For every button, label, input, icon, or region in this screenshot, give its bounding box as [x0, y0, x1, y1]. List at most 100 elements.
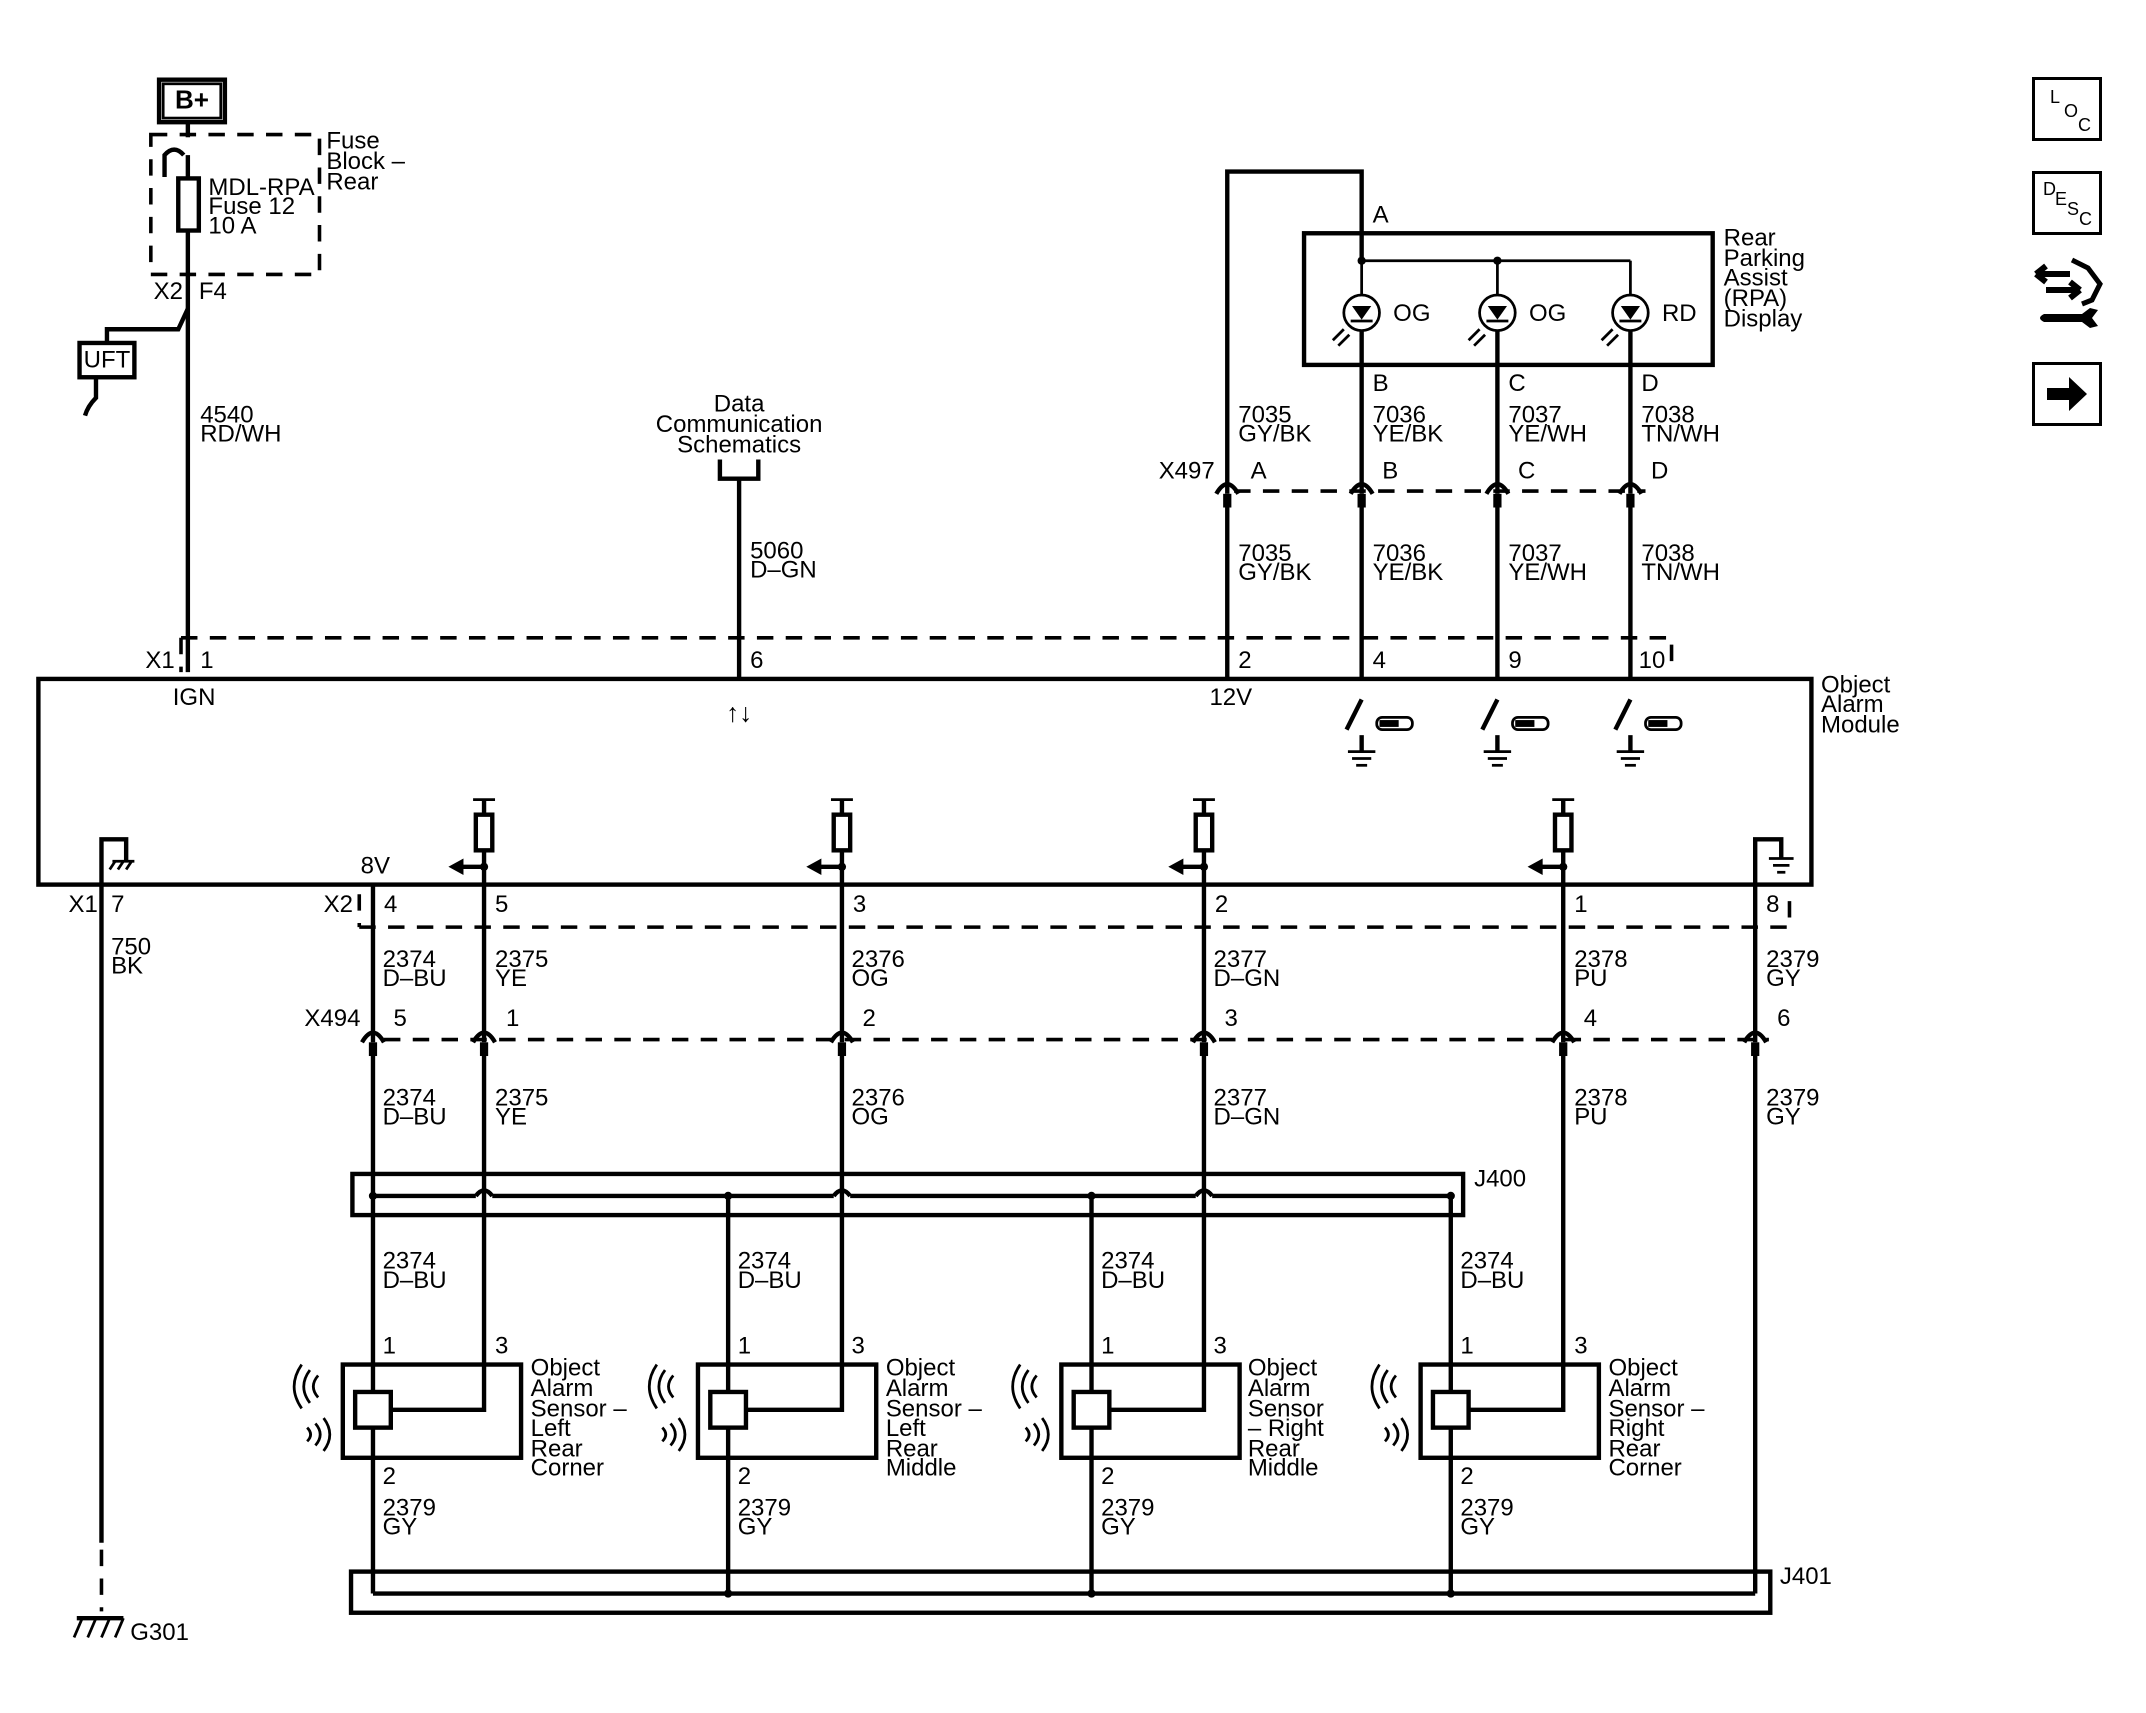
svg-text:X494: X494: [304, 1005, 360, 1032]
svg-text:8V: 8V: [361, 853, 390, 880]
rpa-display: [1301, 231, 1715, 368]
svg-text:2: 2: [1101, 1463, 1114, 1490]
svg-text:2: 2: [1215, 891, 1228, 918]
location-button[interactable]: L O C: [2032, 77, 2102, 141]
svg-text:3: 3: [1574, 1333, 1587, 1360]
svg-text:G301: G301: [130, 1619, 189, 1646]
chassis-ground-symbol: [99, 837, 129, 885]
x494-pins: [360, 1030, 1769, 1057]
svg-text:D: D: [1641, 370, 1658, 397]
svg-text:X2: X2: [324, 891, 353, 918]
x1-connector: [181, 636, 1674, 673]
splice-j400: [350, 1171, 1466, 1218]
b-plus-box: [156, 77, 228, 125]
svg-text:2: 2: [383, 1463, 396, 1490]
svg-text:7: 7: [111, 891, 124, 918]
sensor-signal-resistors: [448, 798, 1575, 885]
svg-text:X1: X1: [145, 647, 174, 674]
svg-text:3: 3: [1214, 1333, 1227, 1360]
svg-text:6: 6: [750, 647, 763, 674]
display-input-switches: [1344, 698, 1683, 767]
svg-text:1: 1: [1101, 1333, 1114, 1360]
splice-j401: [348, 1569, 1773, 1615]
svg-text:IGN: IGN: [173, 684, 216, 711]
led-rd: [1600, 260, 1650, 365]
svg-text:J400: J400: [1474, 1165, 1526, 1192]
svg-text:3: 3: [495, 1333, 508, 1360]
svg-text:1: 1: [738, 1333, 751, 1360]
svg-text:2: 2: [863, 1005, 876, 1032]
svg-text:12V: 12V: [1209, 684, 1252, 711]
x2-connector: [359, 894, 1792, 929]
uft-box: [77, 340, 137, 380]
svg-text:6: 6: [1777, 1005, 1790, 1032]
connector-wrench-icon[interactable]: [2030, 254, 2106, 340]
svg-text:4: 4: [1373, 647, 1386, 674]
svg-text:OG: OG: [1529, 300, 1566, 327]
svg-text:X2: X2: [154, 278, 183, 305]
svg-text:2: 2: [738, 1463, 751, 1490]
svg-text:X1: X1: [69, 891, 98, 918]
sensor-left-rear-middle: [647, 1362, 879, 1460]
led-og-2: [1467, 260, 1517, 365]
data-arrows: ↑↓: [726, 697, 752, 727]
next-button[interactable]: [2032, 362, 2102, 426]
loc-letter-c: C: [2078, 115, 2091, 135]
x497-pins: [1214, 482, 1644, 508]
svg-text:1: 1: [1460, 1333, 1473, 1360]
svg-text:5: 5: [495, 891, 508, 918]
svg-text:C: C: [1508, 370, 1525, 397]
fuse-12-symbol: [176, 176, 202, 233]
svg-text:3: 3: [853, 891, 866, 918]
svg-text:9: 9: [1508, 647, 1521, 674]
svg-text:X497: X497: [1159, 458, 1215, 485]
svg-text:RD: RD: [1662, 300, 1697, 327]
svg-text:B: B: [1382, 458, 1398, 485]
svg-text:2: 2: [1460, 1463, 1473, 1490]
svg-text:F4: F4: [199, 278, 227, 305]
loc-letter-l: L: [2050, 87, 2061, 107]
svg-text:3: 3: [1225, 1005, 1238, 1032]
sensor-left-rear-corner: [292, 1362, 524, 1460]
loc-letter-o: O: [2064, 101, 2079, 121]
b-plus-label: B+: [175, 84, 209, 114]
right-arrow-icon: [2047, 377, 2087, 411]
svg-text:UFT: UFT: [84, 347, 131, 374]
description-button[interactable]: D E S C: [2032, 171, 2102, 235]
svg-text:3: 3: [852, 1333, 865, 1360]
desc-letter-e: E: [2055, 189, 2068, 209]
svg-text:4: 4: [384, 891, 397, 918]
svg-text:A: A: [1373, 201, 1389, 228]
